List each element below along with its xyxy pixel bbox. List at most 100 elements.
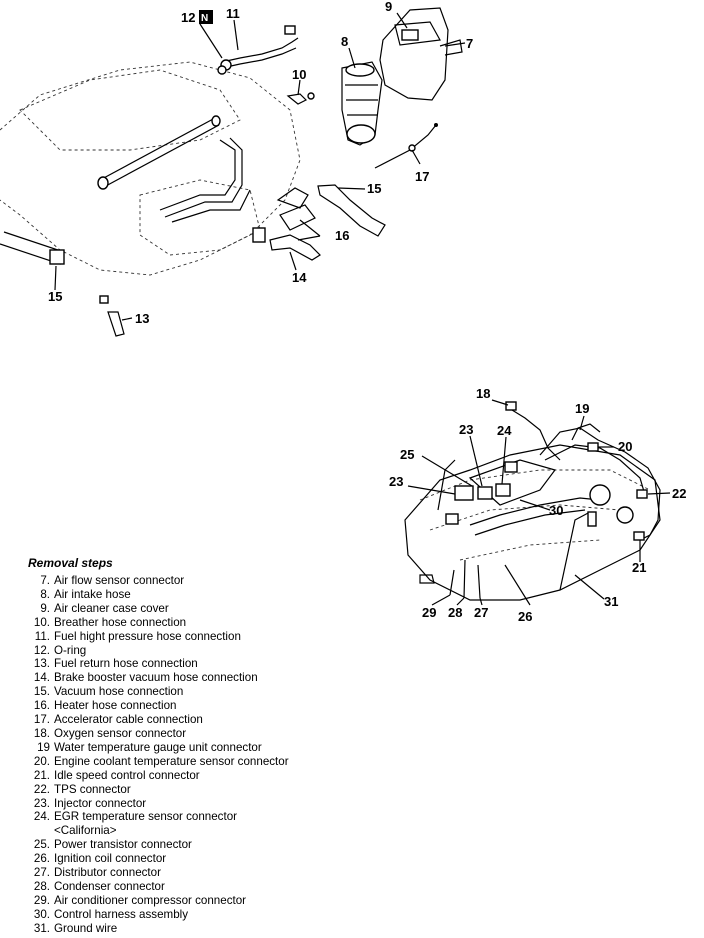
removal-step-number: 15. (33, 685, 50, 699)
removal-step: 25. Power transistor connector (28, 838, 368, 852)
removal-step: 10.Breather hose connection (28, 616, 368, 630)
removal-step-text: Brake booster vacuum hose connection (54, 671, 258, 685)
top-leader-lines (54, 12, 466, 321)
removal-step-text: Engine coolant temperature sensor connec… (54, 754, 289, 768)
engine-top-illustration (0, 7, 463, 337)
removal-step-text: Fuel return hose connection (54, 657, 198, 671)
removal-step-number: 24. (33, 810, 50, 824)
callout-23-left: 23 (389, 474, 403, 489)
callout-13: 13 (135, 311, 149, 326)
callout-9: 9 (385, 0, 392, 14)
removal-step-text: O-ring (54, 643, 87, 657)
removal-step: 16. Heater hose connection (28, 699, 368, 713)
removal-step-number: 25. (33, 838, 50, 852)
removal-step-number: 7. (40, 574, 50, 587)
engine-wiring-illustration (404, 401, 661, 601)
removal-step: 20. Engine coolant temperature sensor con… (28, 755, 368, 769)
callout-27: 27 (474, 605, 488, 620)
removal-step-number: 26. (33, 852, 50, 866)
callout-12-badge-letter: N (201, 13, 208, 24)
callout-18: 18 (476, 386, 490, 401)
removal-step: 13. Fuel return hose connection (28, 657, 368, 671)
callout-12: 12 (181, 10, 195, 25)
callout-23-top: 23 (459, 422, 473, 437)
callout-14: 14 (292, 270, 307, 285)
removal-step-number: 27. (33, 866, 50, 880)
removal-step: 21. Idle speed control connector (28, 769, 368, 783)
removal-step-text: Accelerator cable connection (54, 713, 203, 727)
removal-step-text: Fuel hight pressure hose connection (54, 629, 241, 643)
removal-step: 28. Condenser connector (28, 880, 368, 894)
removal-step-number: 31. (33, 921, 50, 935)
removal-step: 9. Air cleaner case cover (28, 602, 368, 616)
callout-29: 29 (422, 605, 436, 620)
callout-15-left: 15 (48, 289, 62, 304)
removal-step-text: Water temperature gauge unit connector (54, 740, 262, 754)
removal-step-text: Idle speed control connector (54, 768, 200, 782)
removal-step-number: 8. (40, 587, 50, 601)
removal-step-text: Air cleaner case cover (54, 601, 169, 615)
removal-step: 22.TPS connector (28, 783, 368, 797)
removal-step-number: 30. (33, 907, 50, 921)
callout-7: 7 (466, 36, 473, 51)
callout-30: 30 (549, 503, 563, 518)
removal-step-number: 10. (33, 615, 50, 629)
callout-19: 19 (575, 401, 589, 416)
removal-step: 29.Air conditioner compressor connector (28, 894, 368, 908)
removal-step-number: 16. (33, 699, 50, 713)
removal-step: 18. Oxygen sensor connector (28, 727, 368, 741)
removal-step: 30. Control harness assembly (28, 908, 368, 922)
removal-step-text: Air intake hose (54, 587, 131, 601)
removal-step: 27. Distributor connector (28, 866, 368, 880)
callout-25: 25 (400, 447, 414, 462)
removal-step-number: 21. (33, 768, 50, 782)
removal-step: 31.Ground wire (28, 922, 368, 936)
callout-16: 16 (335, 228, 349, 243)
removal-step-text: Oxygen sensor connector (54, 726, 187, 740)
callout-24: 24 (497, 423, 512, 438)
removal-step-number: 23. (33, 796, 50, 810)
bottom-callouts: 18 19 20 23 24 25 23 22 30 21 31 29 28 2… (389, 386, 686, 624)
removal-step-number: 14. (33, 671, 50, 685)
removal-step-text: Distributor connector (54, 866, 161, 880)
removal-step-number: 9. (40, 601, 50, 615)
bottom-leader-lines (407, 399, 671, 606)
callout-15-right: 15 (367, 181, 381, 196)
callout-28: 28 (448, 605, 462, 620)
removal-step: 7.Air flow sensor connector (28, 574, 368, 588)
callout-21: 21 (632, 560, 646, 575)
removal-step-number: 18. (33, 726, 50, 740)
callout-12-badge (199, 10, 213, 24)
removal-step-number: 29. (33, 893, 50, 907)
removal-step-text: Heater hose connection (54, 699, 177, 713)
removal-step: 24.EGR temperature sensor connector (28, 810, 368, 824)
callout-8: 8 (341, 34, 348, 49)
removal-step: 15. Vacuum hose connection (28, 685, 368, 699)
removal-step: 11.Fuel hight pressure hose connection (28, 630, 368, 644)
removal-step-number: 20. (33, 754, 50, 768)
removal-step-text: Injector connector (54, 796, 147, 810)
removal-step-number: 12. (33, 643, 50, 657)
removal-step-number: 17. (33, 713, 50, 727)
removal-step-number: 13. (33, 657, 50, 671)
removal-step-number: 28. (33, 879, 50, 893)
removal-step-text: <California> (54, 824, 117, 838)
removal-step: 8. Air intake hose (28, 588, 368, 602)
removal-step: <California> (28, 824, 368, 838)
callout-31: 31 (604, 594, 618, 609)
callout-20: 20 (618, 439, 632, 454)
removal-step-text: Control harness assembly (54, 907, 189, 921)
removal-step-text: Power transistor connector (54, 838, 192, 852)
removal-step: 12. O-ring (28, 644, 368, 658)
removal-steps: Removal steps 7.Air flow sensor connecto… (28, 556, 368, 936)
removal-step-text: Vacuum hose connection (54, 685, 184, 699)
removal-steps-title: Removal steps (28, 556, 113, 570)
removal-step: 26.Ignition coil connector (28, 852, 368, 866)
removal-step-text: Condenser connector (54, 879, 165, 893)
removal-step: 23. Injector connector (28, 797, 368, 811)
callout-22: 22 (672, 486, 686, 501)
removal-step: 17. Accelerator cable connection (28, 713, 368, 727)
